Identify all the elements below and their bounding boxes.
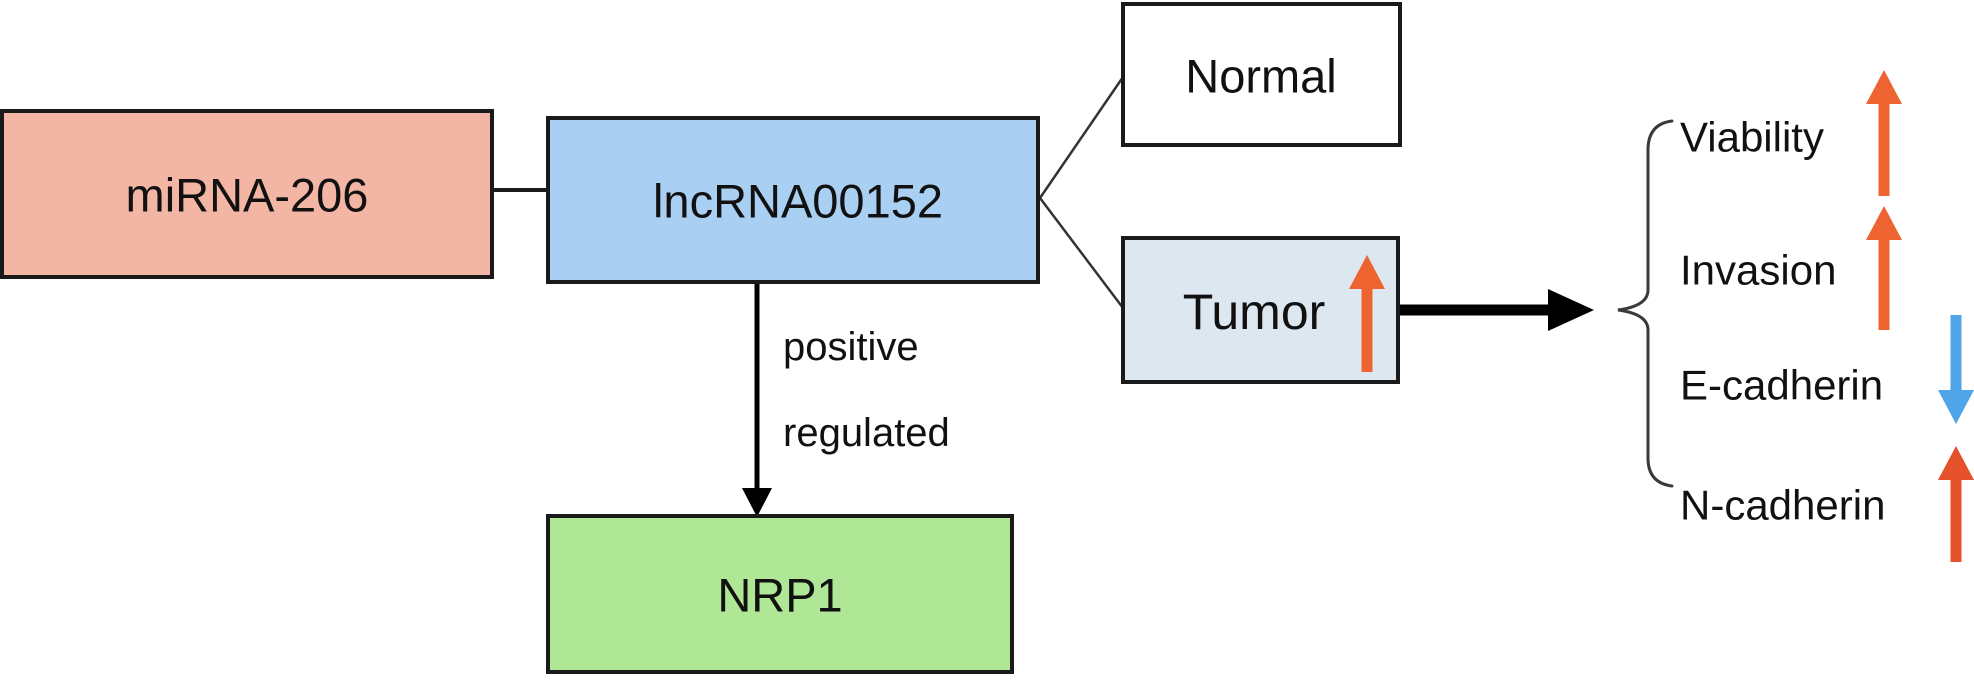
node-nrp1-box	[546, 514, 1014, 674]
up-arrow-icon	[1866, 70, 1902, 196]
arrow-tumor-to-outcomes	[1400, 289, 1594, 331]
arrowhead-down-icon	[742, 488, 772, 517]
outcomes-brace	[1617, 119, 1674, 488]
node-tumor: Tumor	[1121, 236, 1400, 384]
node-mirna-206-label: miRNA-206	[126, 169, 369, 222]
node-tumor-label: Tumor	[1183, 284, 1326, 340]
outcome-label: Invasion	[1680, 247, 1836, 294]
node-normal: Normal	[1121, 2, 1402, 147]
edge-label-line1: positive	[783, 325, 919, 369]
up-arrow-icon	[1349, 255, 1385, 372]
outcome-row-invasion: Invasion	[1680, 206, 1902, 330]
down-arrow-icon	[1938, 315, 1974, 424]
node-normal-box	[1121, 2, 1402, 147]
outcome-label: E-cadherin	[1680, 362, 1883, 409]
node-nrp1: NRP1	[546, 514, 1014, 674]
connector-lncrna-tumor	[1039, 197, 1124, 309]
node-mirna-206: miRNA-206	[0, 109, 494, 279]
connector-lncrna-normal	[1038, 76, 1125, 199]
edge-label-line2: regulated	[783, 411, 950, 455]
up-arrow-icon	[1866, 206, 1902, 330]
outcome-row-viability: Viability	[1680, 70, 1902, 196]
up-arrow-icon	[1938, 446, 1974, 562]
outcome-row-e-cadherin: E-cadherin	[1680, 315, 1974, 424]
outcome-row-n-cadherin: N-cadherin	[1680, 446, 1974, 562]
node-nrp1-label: NRP1	[717, 569, 842, 622]
node-tumor-box	[1121, 236, 1400, 384]
node-mirna-206-box	[0, 109, 494, 279]
outcome-label: Viability	[1680, 114, 1824, 161]
arrowhead-right-icon	[1548, 289, 1594, 331]
node-lncrna00152: lncRNA00152	[546, 116, 1040, 284]
node-lncrna00152-label: lncRNA00152	[653, 175, 943, 228]
node-lncrna00152-box	[546, 116, 1040, 284]
node-normal-label: Normal	[1185, 50, 1336, 103]
outcome-label: N-cadherin	[1680, 482, 1885, 529]
arrow-lncrna-to-nrp1	[742, 284, 772, 517]
